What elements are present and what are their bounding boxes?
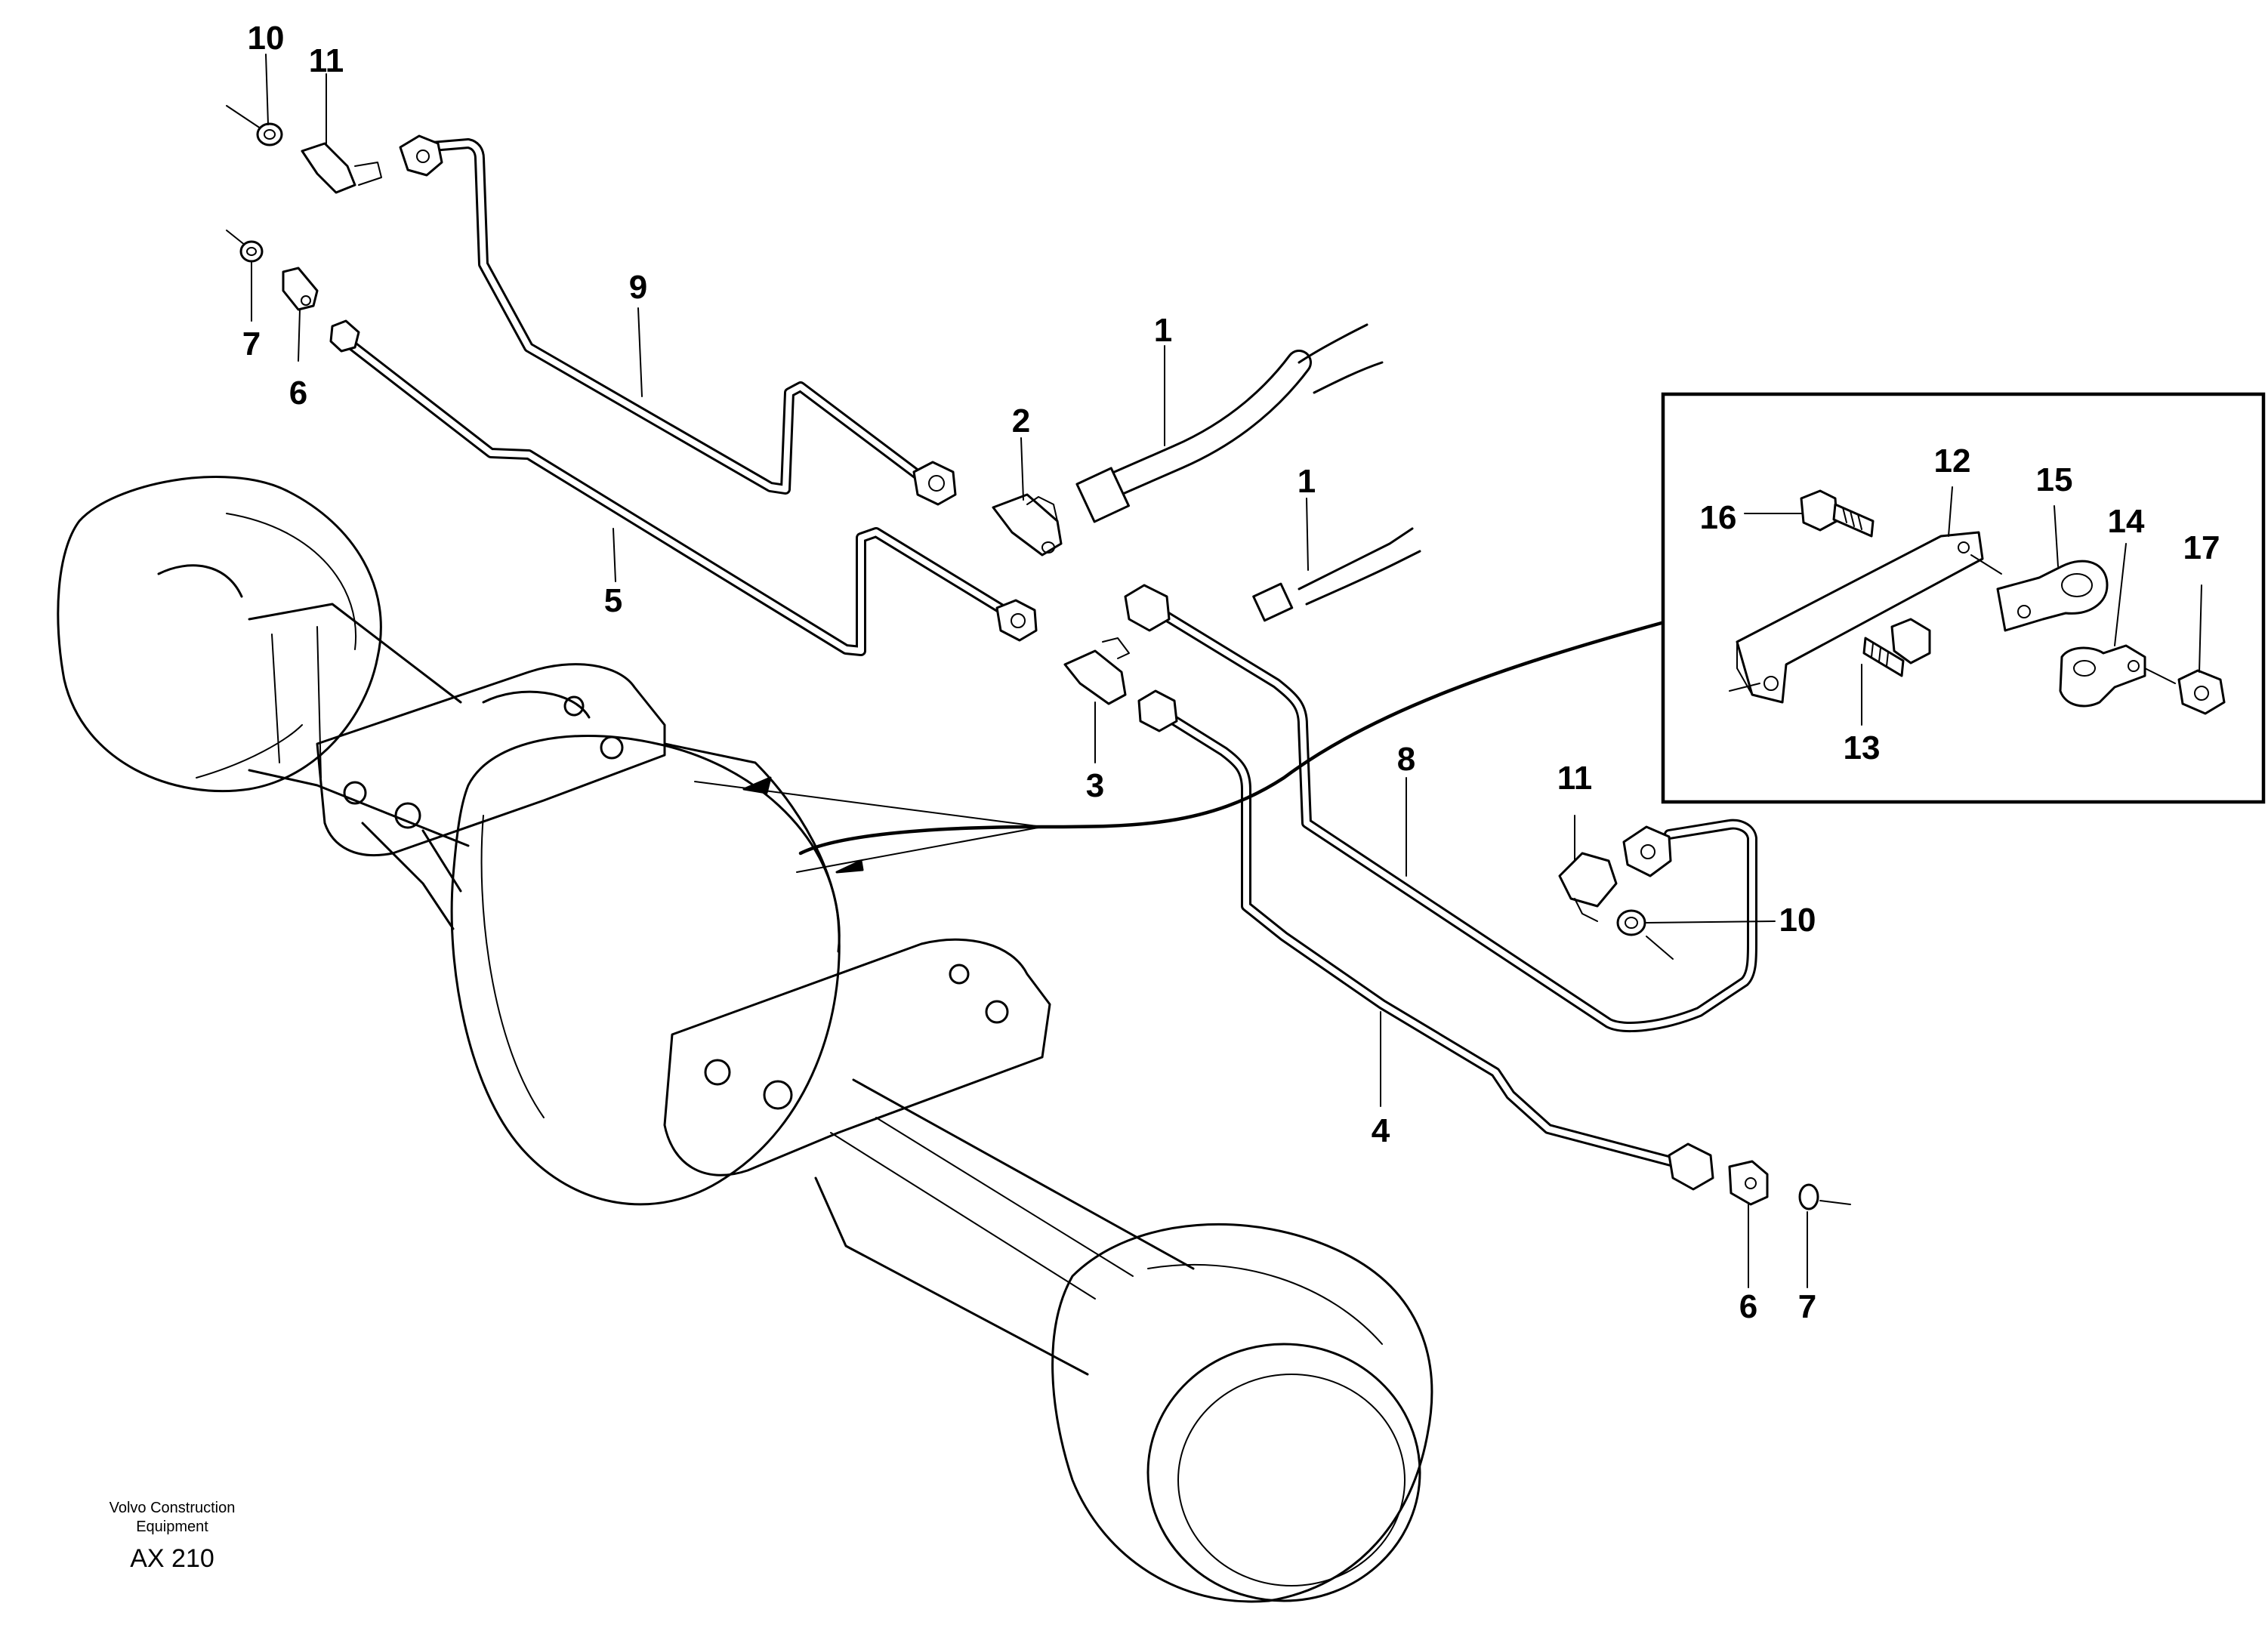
callout-7-bottom: 7 [1798,1288,1816,1325]
nut-4-left [1137,689,1178,732]
detail-frame [1661,392,2266,804]
leader-lines [251,54,1808,1288]
callout-10-right: 10 [1779,902,1816,939]
callout-17: 17 [2183,529,2220,566]
differential-housing [450,734,841,1206]
callout-14: 14 [2108,503,2145,540]
washer-10-top [256,122,283,146]
pipe-8 [1135,595,1757,1032]
nut-9-right [912,461,957,506]
hose-1-upper [1075,323,1384,523]
callout-16: 16 [1700,499,1737,536]
callout-8: 8 [1397,741,1415,778]
clamp-14 [2059,644,2176,708]
company-name-line2: Equipment [136,1519,208,1535]
callout-6-bottom: 6 [1739,1288,1757,1325]
callout-7-left: 7 [242,325,261,362]
pipe-5 [335,331,1017,656]
left-mounting-bracket [316,663,666,930]
pipe-4 [1158,708,1682,1168]
reference-arrows [694,621,1664,874]
right-wheel-hub [1051,1223,1433,1603]
left-wheel-hub [57,475,382,793]
callout-4: 4 [1372,1112,1390,1149]
washer-10-right [1616,909,1646,936]
fitting-6-left [282,267,319,311]
washer-7-left [239,240,264,263]
clamp-15 [1996,560,2109,632]
nut-4-right [1668,1142,1714,1191]
callout-15: 15 [2036,461,2073,498]
drawing-code: AX 210 [130,1544,214,1573]
callout-11-top: 11 [309,42,344,79]
bolt-13 [1862,618,1931,677]
nut-17 [2177,669,2226,715]
fitting-6-bottom [1728,1160,1769,1206]
callout-5: 5 [604,582,622,619]
axle-tube-left [248,603,470,847]
callout-10-top: 10 [248,20,285,57]
detail-inset [1661,392,2266,804]
elbow-11-top [301,142,356,194]
callout-3: 3 [1086,767,1104,804]
callout-2: 2 [1012,402,1030,439]
callout-1-middle: 1 [1298,463,1316,500]
axle-tube-right [814,1078,1195,1376]
fittings [226,105,1851,1210]
callout-13: 13 [1844,729,1881,766]
bracket-12 [1729,531,2002,704]
nut-5-left [329,319,360,353]
tee-2 [992,493,1063,557]
washer-7-bottom [1798,1183,1819,1210]
callout-6-left: 6 [289,375,307,412]
callout-1-top: 1 [1154,312,1172,349]
callout-11-right: 11 [1557,760,1593,797]
hose-1-middle [1252,527,1421,622]
elbow-11-right [1558,852,1618,908]
callout-12: 12 [1934,442,1971,479]
footer: Volvo Construction Equipment AX 210 [110,1500,236,1573]
nut-5-right [995,599,1038,642]
nut-8-right [1622,825,1672,877]
pipe-9 [418,138,934,495]
company-name-line1: Volvo Construction [110,1500,236,1516]
callout-9: 9 [629,269,647,306]
bolt-16 [1744,489,1875,538]
tee-3 [1063,649,1127,705]
callouts: 10 11 7 6 9 5 1 2 1 3 8 4 11 10 6 7 12 1… [242,20,2220,1325]
axle-assembly [57,475,1433,1603]
nut-8-left [1124,584,1171,632]
right-mounting-bracket [663,938,1051,1176]
nut-9-top [399,134,443,177]
